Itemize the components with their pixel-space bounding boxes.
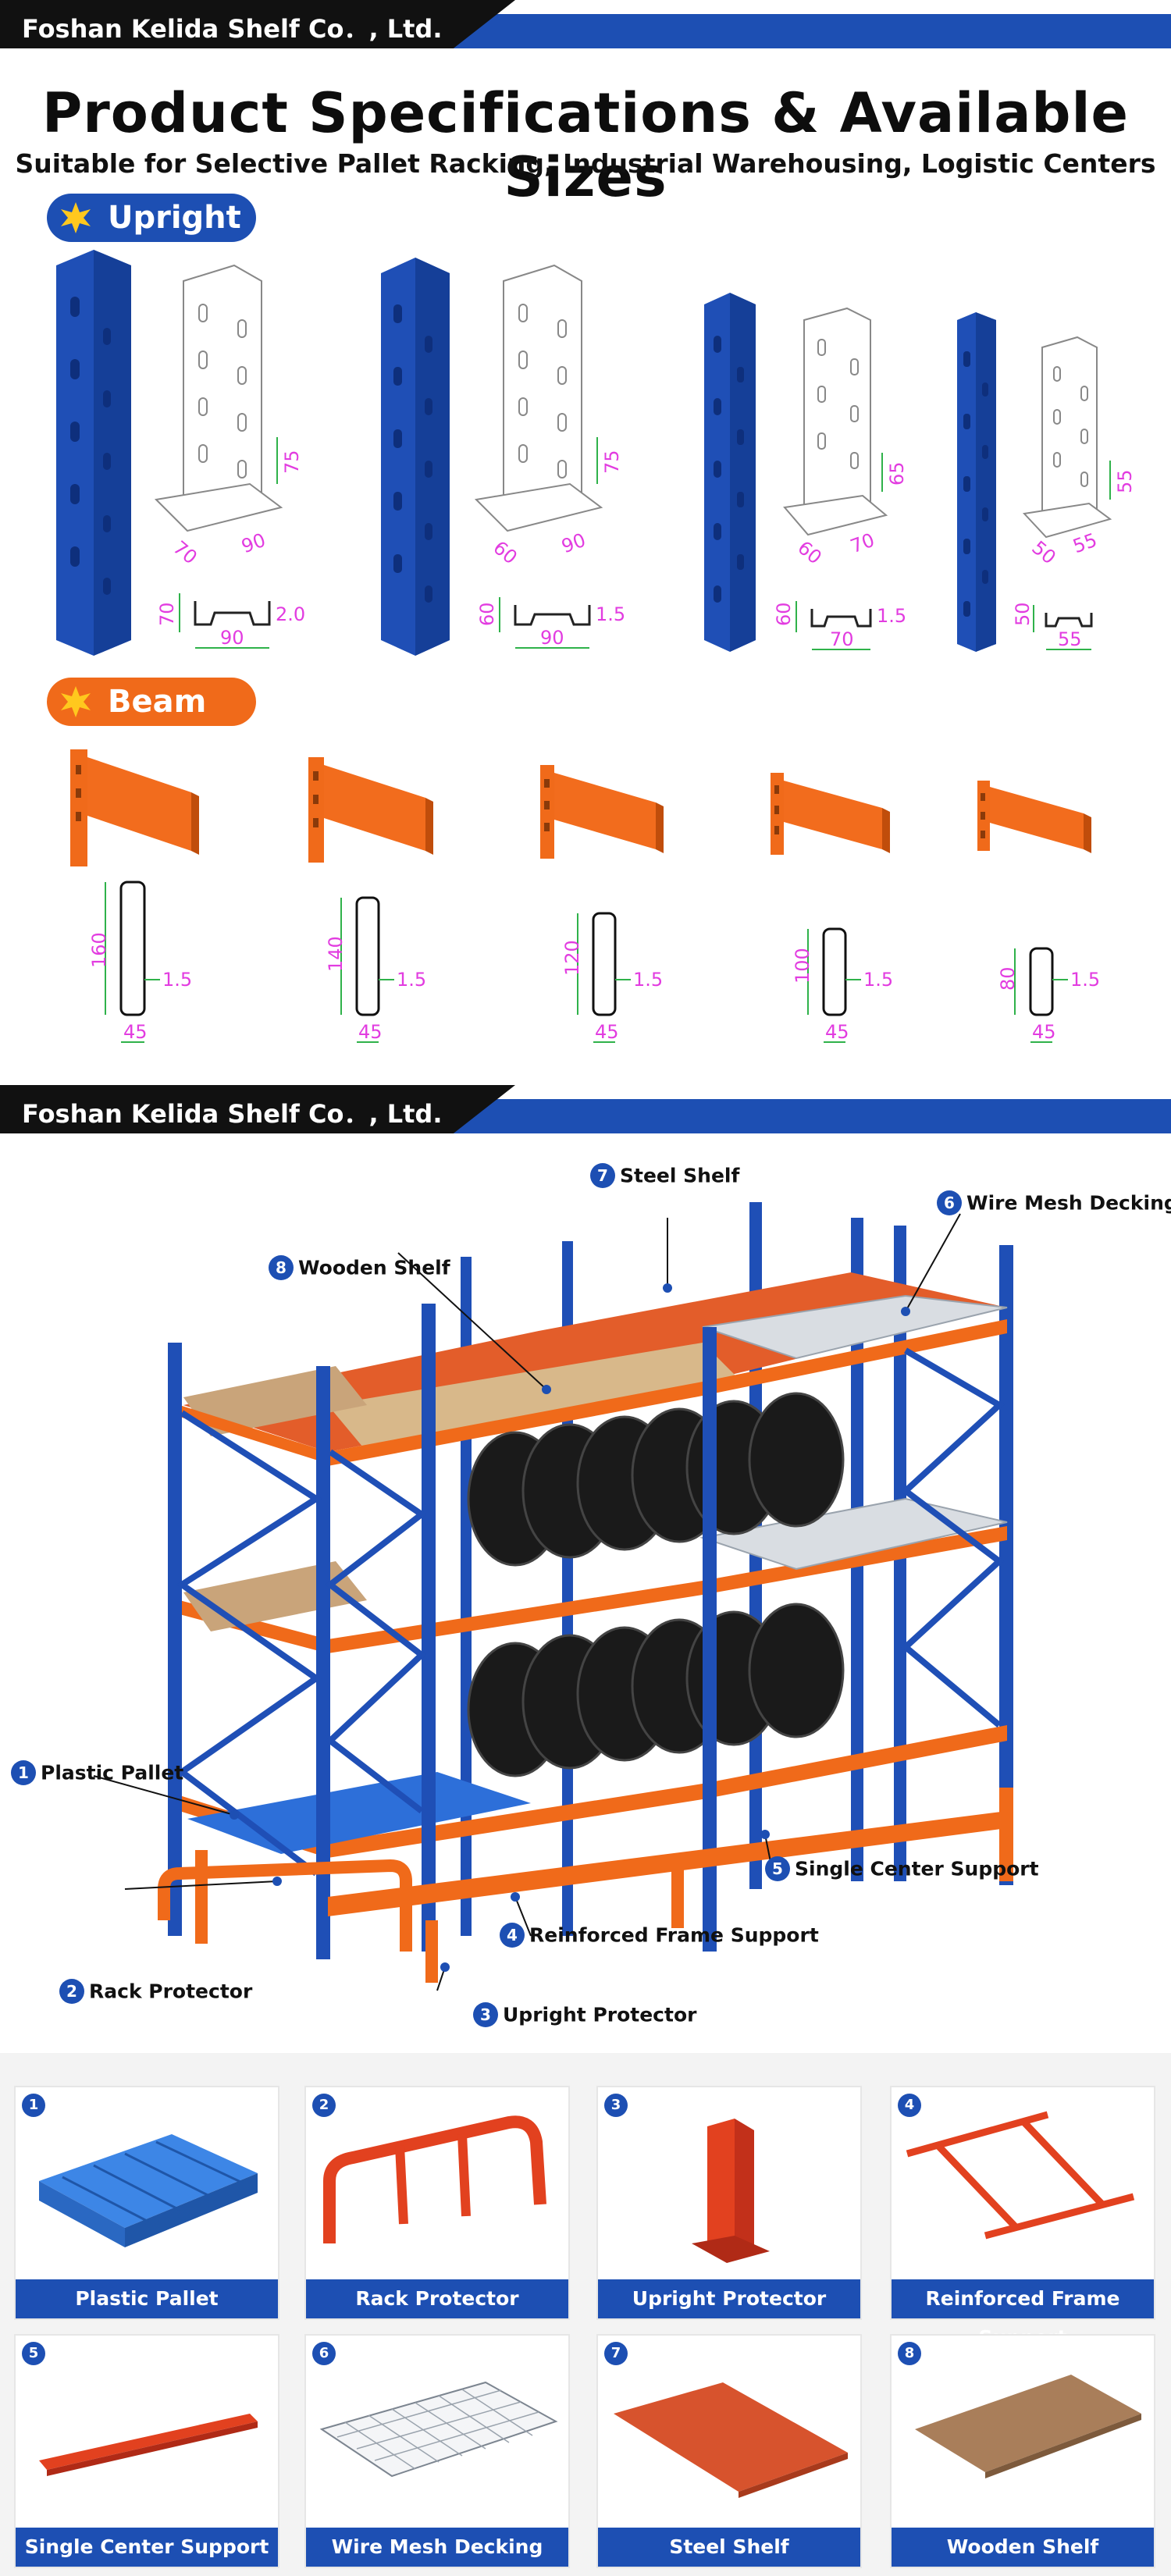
company-name: Foshan Kelida Shelf Co．, Ltd.: [22, 14, 443, 44]
beam-1-height: 160: [88, 932, 110, 968]
section-beam-pill: Beam: [47, 678, 256, 726]
upright-spec-1: 75 70 90 70 2.0 90: [47, 250, 328, 671]
beam-3-width: 45: [595, 1021, 619, 1043]
card-label: Rack Protector: [306, 2279, 568, 2318]
card-label: Single Center Support: [16, 2528, 278, 2567]
upright-3-base: 70: [830, 628, 854, 650]
page-title: Product Specifications & Available Sizes: [41, 81, 1130, 209]
upright-1-depth: 70: [169, 536, 201, 568]
upright-4-width: 55: [1070, 529, 1100, 558]
plastic-pallet-image: [39, 2134, 258, 2247]
card-label: Steel Shelf: [598, 2528, 860, 2567]
beam-2-height: 140: [325, 936, 347, 972]
upright-4-section-h: 50: [1012, 602, 1034, 626]
rack-protector-image: [323, 2115, 546, 2243]
beam-1-width: 45: [123, 1021, 148, 1043]
center-support-image: [39, 2414, 258, 2476]
company-name-2: Foshan Kelida Shelf Co．, Ltd.: [22, 1099, 443, 1129]
upright-2-height-mark: 75: [601, 450, 623, 474]
section-upright-pill: Upright: [47, 194, 256, 242]
card-wire-mesh-decking: 6 Wire Mesh Decking: [304, 2334, 570, 2568]
upright-1-section-h: 70: [156, 602, 178, 626]
upright-2-section-h: 60: [476, 602, 498, 626]
upright-3-width: 70: [848, 529, 877, 558]
middle-banner: Foshan Kelida Shelf Co．, Ltd.: [0, 1085, 1171, 1135]
card-plastic-pallet: 1 Plastic Pallet: [14, 2086, 279, 2320]
upright-4-base: 55: [1058, 628, 1082, 650]
card-label: Plastic Pallet: [16, 2279, 278, 2318]
beam-3-height: 120: [561, 940, 583, 976]
upright-2-base: 90: [540, 627, 564, 649]
upright-spec-3: 65 60 70 60 1.5 70: [687, 250, 937, 671]
upright-3-height-mark: 65: [886, 461, 908, 486]
upright-1-height-mark: 75: [281, 450, 303, 474]
card-label: Wooden Shelf: [892, 2528, 1154, 2567]
beam-4-thickness: 1.5: [863, 969, 893, 991]
page-subtitle: Suitable for Selective Pallet Racking, I…: [15, 148, 1156, 179]
top-banner: Foshan Kelida Shelf Co．, Ltd.: [0, 0, 1171, 50]
star-icon: [61, 686, 91, 717]
card-single-center-support: 5 Single Center Support: [14, 2334, 279, 2568]
card-label: Wire Mesh Decking: [306, 2528, 568, 2567]
upright-protector-image: [692, 2119, 770, 2263]
upright-4-depth: 50: [1027, 536, 1059, 568]
beam-4-height: 100: [792, 948, 813, 984]
beam-5-height: 80: [997, 966, 1019, 991]
beam-spec-3: 120 1.5 45: [531, 742, 710, 1065]
steel-shelf-image: [614, 2382, 848, 2498]
rack-drawing: [93, 1202, 1013, 1991]
upright-3-section-h: 60: [773, 602, 795, 626]
card-steel-shelf: 7 Steel Shelf: [596, 2334, 862, 2568]
beam-5-thickness: 1.5: [1070, 969, 1100, 991]
card-label: Upright Protector: [598, 2279, 860, 2318]
card-wooden-shelf: 8 Wooden Shelf: [890, 2334, 1155, 2568]
beam-4-width: 45: [825, 1021, 849, 1043]
upright-1-base: 90: [220, 627, 244, 649]
beam-3-thickness: 1.5: [633, 969, 663, 991]
upright-4-height-mark: 55: [1114, 469, 1136, 493]
beam-spec-4: 100 1.5 45: [761, 742, 941, 1065]
card-reinforced-frame-support: 4 Reinforced Frame Support: [890, 2086, 1155, 2349]
upright-2-width: 90: [559, 529, 589, 558]
upright-3-thickness: 1.5: [877, 605, 906, 627]
beam-spec-1: 160 1.5 45: [62, 742, 242, 1065]
beam-2-width: 45: [358, 1021, 383, 1043]
beam-1-thickness: 1.5: [162, 969, 192, 991]
upright-2-depth: 60: [489, 536, 521, 568]
upright-3-depth: 60: [793, 536, 825, 568]
card-rack-protector: 2 Rack Protector: [304, 2086, 570, 2320]
star-icon: [61, 202, 91, 233]
beam-spec-2: 140 1.5 45: [301, 742, 480, 1065]
upright-spec-4: 55 50 55 50 55: [937, 250, 1155, 671]
beam-5-width: 45: [1032, 1021, 1056, 1043]
beam-2-thickness: 1.5: [397, 969, 426, 991]
card-upright-protector: 3 Upright Protector: [596, 2086, 862, 2320]
card-label: Reinforced Frame Support: [892, 2279, 1154, 2349]
wire-mesh-image: [319, 2381, 558, 2478]
wooden-shelf-image: [915, 2375, 1141, 2478]
upright-1-thickness: 2.0: [276, 603, 305, 625]
frame-support-image: [906, 2111, 1135, 2240]
upright-spec-2: 75 60 90 60 1.5 90: [367, 250, 648, 671]
upright-1-width: 90: [239, 529, 269, 558]
beam-spec-5: 80 1.5 45: [968, 742, 1148, 1065]
upright-2-thickness: 1.5: [596, 603, 625, 625]
